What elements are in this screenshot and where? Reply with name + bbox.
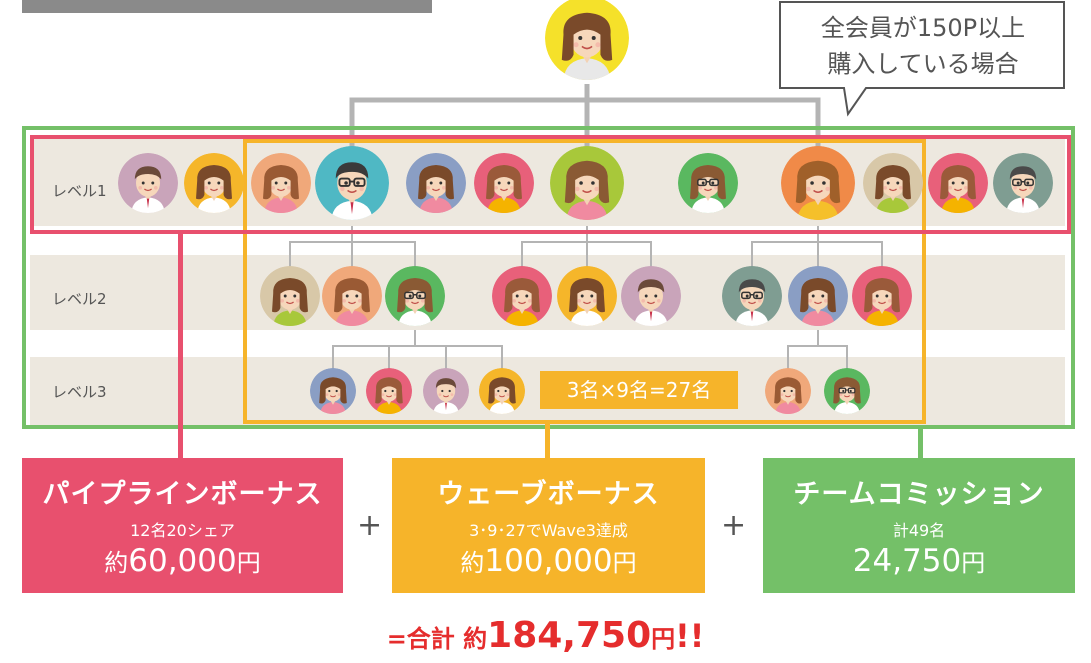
wave-bonus-frame (243, 139, 926, 424)
wave-bonus-unit: 円 (612, 549, 637, 577)
team-commission-sub: 計49名 (892, 521, 946, 540)
avatar (184, 153, 244, 213)
header-bar (22, 0, 432, 13)
callout-bubble: 全会員が150P以上 購入している場合 (778, 0, 1068, 117)
plus-sign-1: + (357, 508, 383, 543)
avatar (492, 266, 552, 326)
level3-label: レベル3 (52, 383, 107, 401)
person-icon (310, 368, 356, 414)
person-icon (788, 266, 848, 326)
total-amount: 184,750 (487, 615, 652, 656)
team-commission-amount: 24,750 (852, 543, 962, 579)
green-connector (918, 429, 923, 458)
avatar (260, 266, 320, 326)
wave-bonus-title: ウェーブボーナス (437, 479, 660, 510)
pipeline-bonus-frame (30, 135, 1071, 234)
pipeline-bonus-amount: 60,000 (128, 543, 237, 579)
total-suffix: !! (675, 617, 705, 655)
person-icon (852, 266, 912, 326)
avatar (781, 146, 855, 220)
pipeline-bonus-amount-line: 約60,000円 (22, 543, 343, 579)
callout-line1: 全会員が150P以上 (820, 14, 1026, 42)
person-icon (385, 266, 445, 326)
person-icon (251, 153, 311, 213)
team-commission-amount-line: 24,750円 (763, 543, 1075, 579)
team-commission-title: チームコミッション (793, 479, 1045, 510)
person-icon (366, 368, 412, 414)
pipeline-bonus-box: パイプラインボーナス 12名20シェア 約60,000円 (22, 458, 343, 593)
person-icon (184, 153, 244, 213)
person-icon (678, 153, 738, 213)
pipeline-bonus-prefix: 約 (104, 549, 129, 577)
callout-line2: 購入している場合 (827, 50, 1019, 78)
avatar (385, 266, 445, 326)
person-icon (928, 153, 988, 213)
person-icon (322, 266, 382, 326)
person-icon (781, 146, 855, 220)
avatar (678, 153, 738, 213)
avatar (322, 266, 382, 326)
total-unit: 円 (651, 625, 676, 653)
person-icon (423, 368, 469, 414)
person-icon (722, 266, 782, 326)
avatar (545, 0, 629, 80)
person-icon (557, 266, 617, 326)
person-icon (315, 146, 389, 220)
avatar (824, 368, 870, 414)
person-icon (492, 266, 552, 326)
avatar (722, 266, 782, 326)
avatar (928, 153, 988, 213)
person-icon (550, 146, 624, 220)
person-icon (621, 266, 681, 326)
wave-bonus-box: ウェーブボーナス 3･9･27でWave3達成 約100,000円 (392, 458, 705, 593)
avatar (852, 266, 912, 326)
wave-bonus-amount-line: 約100,000円 (392, 543, 705, 579)
avatar (765, 368, 811, 414)
callout-shape (779, 1, 1065, 117)
team-commission-box: チームコミッション 計49名 24,750円 (763, 458, 1075, 593)
total-line: =合計 約184,750円!! (0, 615, 1091, 656)
person-icon (824, 368, 870, 414)
plus-sign-2: + (721, 508, 747, 543)
pipeline-bonus-sub: 12名20シェア (130, 521, 235, 540)
wave-note: 3名×9名=27名 (540, 371, 738, 409)
avatar (474, 153, 534, 213)
avatar (550, 146, 624, 220)
avatar (557, 266, 617, 326)
avatar (118, 153, 178, 213)
avatar (993, 153, 1053, 213)
avatar (863, 153, 923, 213)
avatar (366, 368, 412, 414)
avatar (251, 153, 311, 213)
avatar (479, 368, 525, 414)
avatar (406, 153, 466, 213)
person-icon (260, 266, 320, 326)
level2-label: レベル2 (52, 290, 107, 308)
pink-connector (178, 234, 183, 458)
person-icon (479, 368, 525, 414)
orange-connector (545, 424, 550, 458)
avatar (310, 368, 356, 414)
person-icon (765, 368, 811, 414)
person-icon (863, 153, 923, 213)
pipeline-bonus-title: パイプラインボーナス (42, 479, 323, 510)
pipeline-bonus-unit: 円 (236, 549, 261, 577)
wave-bonus-amount: 100,000 (484, 543, 613, 579)
avatar (788, 266, 848, 326)
person-icon (474, 153, 534, 213)
person-icon (118, 153, 178, 213)
person-icon (406, 153, 466, 213)
avatar (315, 146, 389, 220)
person-icon (545, 0, 629, 80)
wave-bonus-sub: 3･9･27でWave3達成 (469, 521, 628, 540)
person-icon (993, 153, 1053, 213)
team-commission-unit: 円 (961, 549, 986, 577)
total-prefix: =合計 約 (386, 625, 488, 653)
avatar (621, 266, 681, 326)
wave-bonus-prefix: 約 (460, 549, 485, 577)
level1-label: レベル1 (52, 182, 107, 200)
avatar (423, 368, 469, 414)
